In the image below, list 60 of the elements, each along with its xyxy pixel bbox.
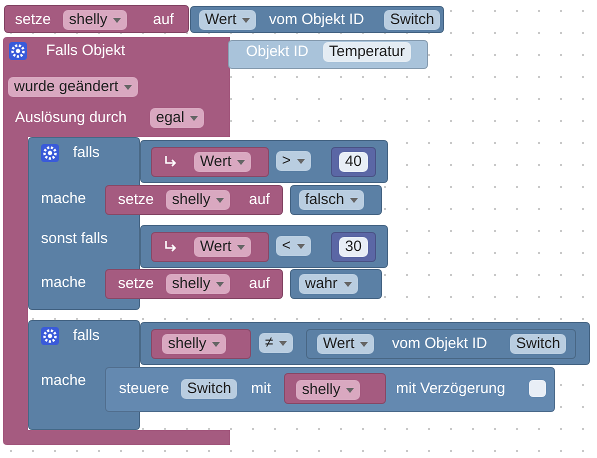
- control-block: [105, 367, 555, 412]
- dropdown: >: [276, 151, 311, 171]
- text-field: Switch: [181, 379, 238, 399]
- block-label: mit: [251, 380, 271, 398]
- dropdown: Wert: [199, 10, 256, 30]
- set-variable-block: [105, 185, 283, 215]
- dropdown: shelly: [166, 190, 230, 210]
- block-label: Auslösung durch: [15, 109, 127, 127]
- dropdown: egal: [150, 108, 204, 128]
- compare-block: [140, 322, 590, 365]
- set-variable-block: [4, 5, 189, 33]
- text-field: Temperatur: [323, 42, 411, 62]
- block-label: setze: [118, 275, 154, 293]
- block-label: auf: [249, 275, 270, 293]
- dropdown: <: [276, 236, 311, 256]
- block-label: mache: [41, 372, 86, 390]
- variable-block: [151, 329, 251, 359]
- block-label: sonst falls: [41, 230, 108, 248]
- object-id-block: [228, 40, 428, 69]
- variable-block: [151, 232, 269, 262]
- block-label: Objekt ID: [246, 43, 309, 61]
- dropdown: wahr: [299, 274, 358, 294]
- block-label: mache: [41, 274, 86, 292]
- dropdown: shelly: [166, 274, 230, 294]
- text-field: 30: [339, 237, 368, 257]
- text-field: Switch: [384, 10, 440, 30]
- get-value-block: [190, 6, 444, 33]
- set-variable-block: [105, 269, 283, 299]
- block-label: auf: [249, 191, 270, 209]
- block-label: mache: [41, 190, 86, 208]
- dropdown: Wert: [317, 334, 374, 354]
- dropdown: Wert: [194, 237, 252, 257]
- variable-block: [284, 373, 386, 404]
- block-label: falls: [73, 327, 100, 345]
- number-block: [331, 232, 376, 262]
- get-value-block: [306, 329, 576, 359]
- dropdown: shelly: [63, 10, 128, 30]
- variable-block: [151, 147, 269, 177]
- text-field: 40: [339, 152, 368, 172]
- block-label: Falls Objekt: [46, 42, 126, 60]
- compare-block: [140, 140, 388, 183]
- block-label: falls: [73, 144, 100, 162]
- block-label: setze: [15, 11, 51, 29]
- boolean-block: [290, 269, 382, 299]
- dropdown: ≠: [259, 333, 294, 353]
- dropdown: Wert: [194, 152, 252, 172]
- dropdown: shelly: [296, 380, 360, 400]
- compare-block: [140, 225, 388, 268]
- dropdown: falsch: [299, 190, 364, 210]
- block-label: setze: [118, 191, 154, 209]
- dropdown: wurde geändert: [8, 77, 138, 97]
- block-label: steuere: [119, 380, 170, 398]
- block-label: vom Objekt ID: [392, 335, 488, 353]
- dropdown: shelly: [162, 334, 226, 354]
- block-label: mit Verzögerung: [396, 380, 506, 398]
- block-label: auf: [153, 11, 174, 29]
- text-field: Switch: [510, 334, 566, 354]
- block-label: vom Objekt ID: [269, 11, 364, 29]
- number-block: [331, 147, 376, 177]
- boolean-block: [290, 185, 382, 215]
